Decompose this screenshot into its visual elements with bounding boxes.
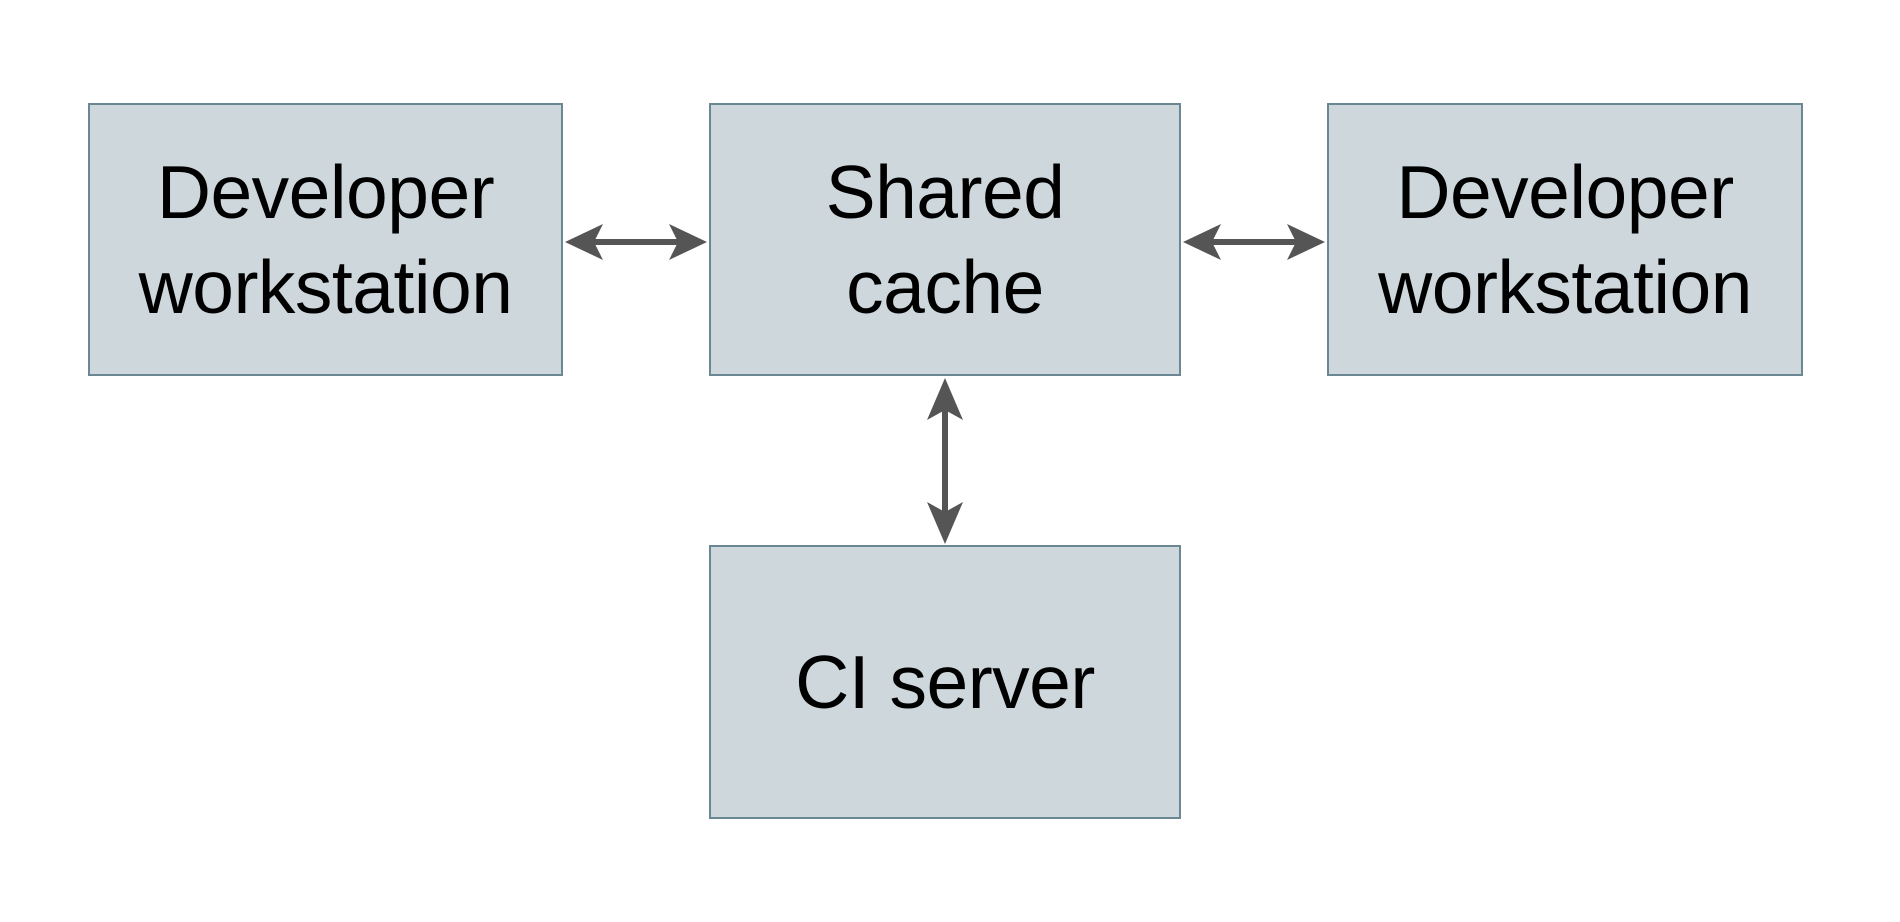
- node-label-shared-cache: Shared cache: [825, 149, 1065, 329]
- edge-shared-cache-to-developer-right: [1181, 212, 1327, 272]
- edge-ci-server-to-shared-cache: [915, 376, 975, 546]
- node-developer-workstation-left[interactable]: Developer workstation: [88, 103, 563, 376]
- double-arrow-vertical-icon: [927, 378, 963, 544]
- node-label-developer-workstation-right: Developer workstation: [1378, 149, 1752, 329]
- double-arrow-horizontal-icon: [1183, 224, 1325, 260]
- node-developer-workstation-right[interactable]: Developer workstation: [1327, 103, 1803, 376]
- double-arrow-horizontal-icon: [565, 224, 707, 260]
- node-label-developer-workstation-left: Developer workstation: [138, 149, 513, 329]
- node-ci-server[interactable]: CI server: [709, 545, 1181, 819]
- node-label-ci-server: CI server: [795, 639, 1095, 724]
- node-shared-cache[interactable]: Shared cache: [709, 103, 1181, 376]
- edge-developer-left-to-shared-cache: [563, 212, 709, 272]
